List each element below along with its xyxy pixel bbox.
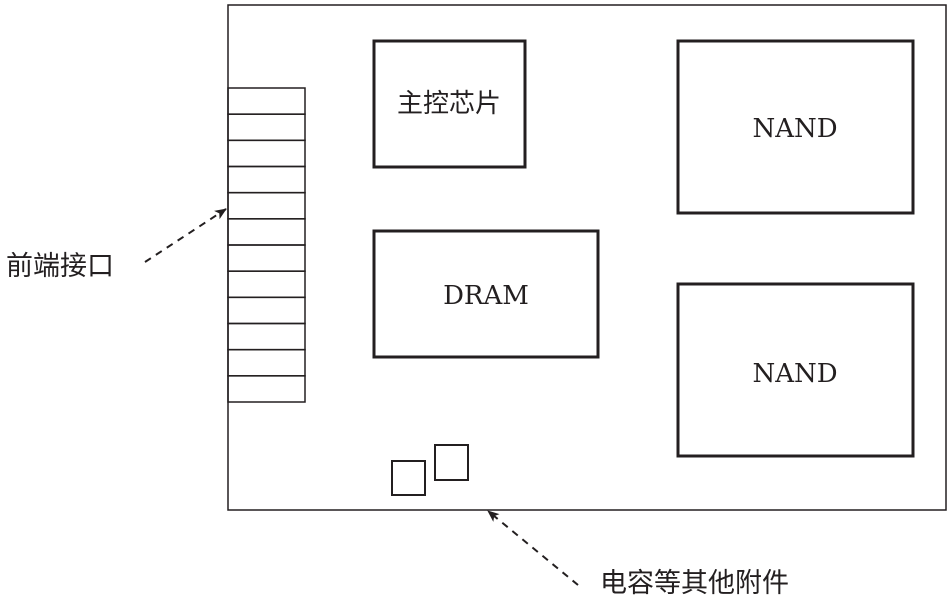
connector-pin <box>227 244 306 272</box>
connector-pin <box>227 270 306 299</box>
connector-pin <box>227 322 306 351</box>
front-interface-arrow <box>144 208 227 263</box>
nand-top-label: NAND <box>752 114 837 144</box>
nand-chip-bottom: NAND <box>676 282 915 458</box>
connector-pin <box>227 296 306 325</box>
connector-pin <box>227 375 306 403</box>
connector-pin <box>227 87 306 115</box>
capacitor-2 <box>434 444 469 481</box>
connector-pin <box>227 348 306 377</box>
pcb-board <box>227 4 947 511</box>
capacitor-1 <box>391 460 426 496</box>
front-interface-label: 前端接口 <box>6 251 114 282</box>
nand-bottom-label: NAND <box>752 359 837 389</box>
connector-pin <box>227 191 306 220</box>
controller-chip: 主控芯片 <box>372 39 527 169</box>
nand-chip-top: NAND <box>676 39 915 215</box>
connector-pin <box>227 165 306 194</box>
dram-chip: DRAM <box>372 229 600 359</box>
controller-label: 主控芯片 <box>397 89 501 119</box>
front-interface-connector <box>227 87 306 403</box>
capacitors-label: 电容等其他附件 <box>600 568 789 599</box>
capacitors-arrow <box>487 510 579 586</box>
connector-pin <box>227 218 306 246</box>
dram-label: DRAM <box>443 281 529 311</box>
connector-pin <box>227 113 306 142</box>
connector-pin <box>227 139 306 168</box>
